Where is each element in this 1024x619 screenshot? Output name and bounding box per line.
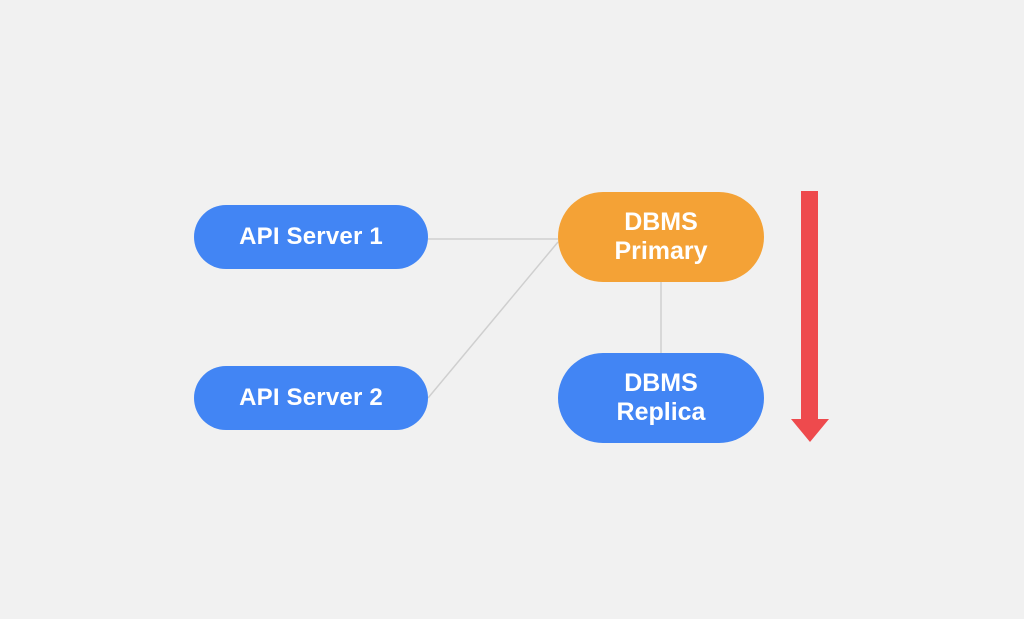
dbms-replica-label-line1: DBMS	[624, 369, 698, 397]
dbms-primary-label-line1: DBMS	[624, 208, 698, 236]
down-arrow-icon	[791, 191, 829, 442]
api-server-2-label: API Server 2	[239, 384, 383, 411]
dbms-primary-node: DBMS Primary	[558, 192, 764, 282]
api-server-2-node: API Server 2	[194, 366, 428, 430]
dbms-replica-label-line2: Replica	[616, 398, 706, 426]
dbms-primary-label-line2: Primary	[614, 237, 708, 265]
api-server-1-label: API Server 1	[239, 223, 383, 250]
dbms-replica-node: DBMS Replica	[558, 353, 764, 443]
connector-api2-primary	[427, 241, 559, 399]
api-server-1-node: API Server 1	[194, 205, 428, 269]
